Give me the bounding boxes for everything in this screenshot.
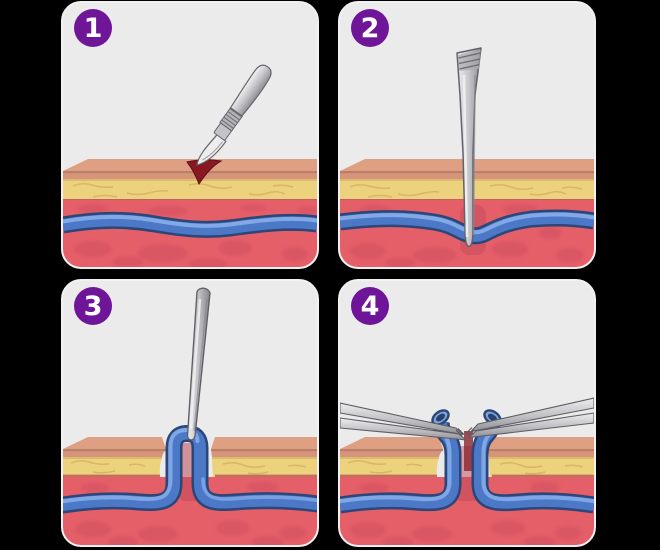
fat-texture <box>72 182 294 198</box>
tissue-layers-icon <box>63 159 317 267</box>
step-panel-4: 4 <box>338 279 596 547</box>
forceps-right-icon <box>465 397 594 439</box>
panel-3-illustration <box>63 287 317 545</box>
left-skin-edge <box>63 437 166 477</box>
blood-vessel <box>63 211 317 238</box>
step-panel-3: 3 <box>61 279 319 547</box>
step-number-badge: 3 <box>74 287 112 325</box>
step-panel-1: 1 <box>61 1 319 269</box>
muscle-texture <box>75 482 306 545</box>
panel-2-illustration <box>340 47 594 267</box>
forceps-left-icon <box>340 402 467 441</box>
right-skin-edge <box>488 437 594 477</box>
flat-dissector-icon <box>456 47 482 248</box>
scalpel-icon <box>196 64 272 166</box>
cut-gap <box>464 431 473 471</box>
right-skin-edge <box>211 437 317 477</box>
skin-front-layer <box>63 171 317 179</box>
step-number-badge: 4 <box>351 287 389 325</box>
panel-1-illustration <box>63 64 317 267</box>
tissue-layers-icon <box>63 424 317 545</box>
muscle-texture <box>350 204 584 267</box>
tissue-layers-icon <box>340 409 594 545</box>
panel-4-illustration <box>340 397 594 545</box>
fat-texture <box>349 183 583 198</box>
step-number-badge: 2 <box>351 9 389 47</box>
muscle-texture <box>74 204 317 267</box>
left-skin-edge <box>340 437 443 477</box>
muscle-texture <box>350 482 581 545</box>
step-number-badge: 1 <box>74 9 112 47</box>
step-panel-2: 2 <box>338 1 596 269</box>
probe-icon <box>186 287 211 441</box>
